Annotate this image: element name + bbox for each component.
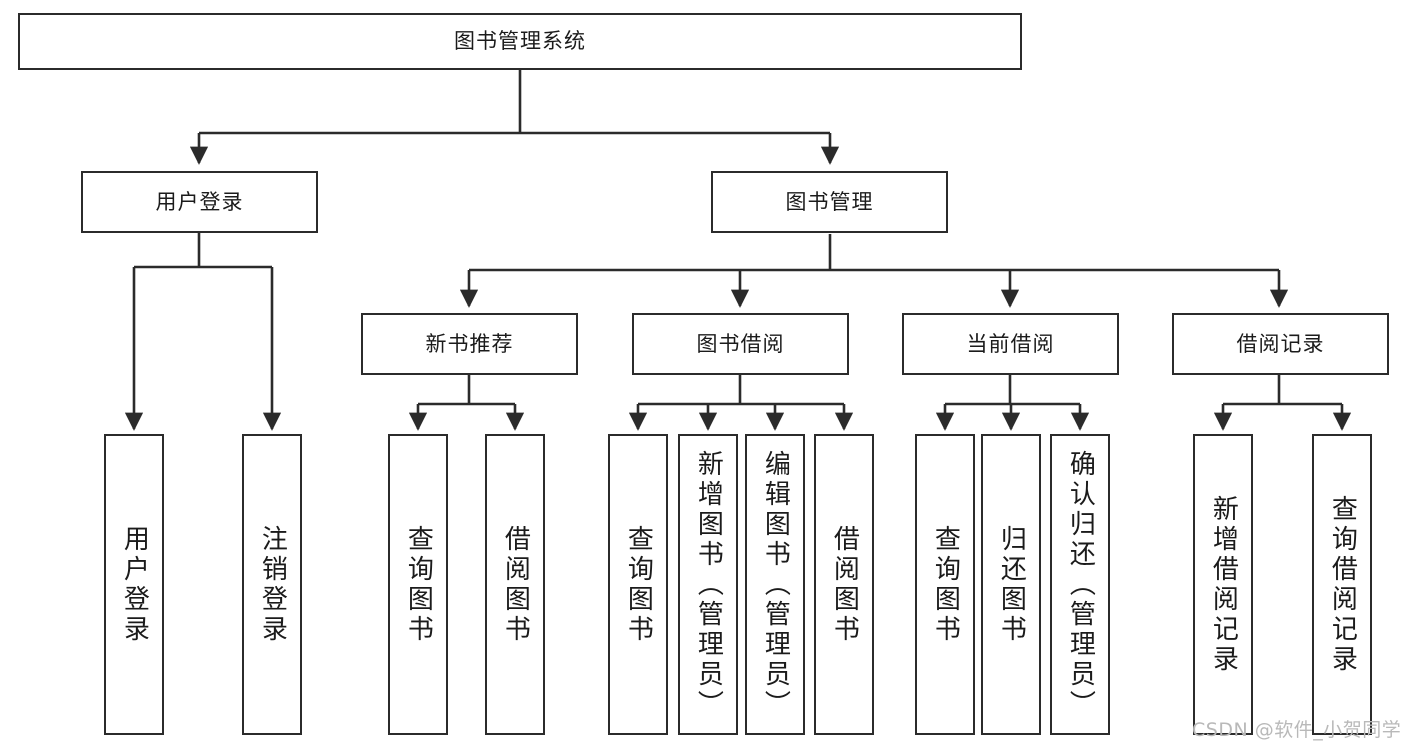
- node-label: 用户登录: [155, 189, 244, 214]
- node-label: 查询图书: [403, 524, 434, 645]
- node-leaf-edit-book-admin[interactable]: 编辑图书（管理员）: [745, 434, 805, 735]
- node-label: 用户登录: [119, 524, 150, 645]
- node-book-management[interactable]: 图书管理: [711, 171, 948, 233]
- node-book-borrow[interactable]: 图书借阅: [632, 313, 849, 375]
- node-label: 编辑图书（管理员）: [760, 449, 791, 720]
- node-borrow-record[interactable]: 借阅记录: [1172, 313, 1389, 375]
- node-leaf-add-borrow-record[interactable]: 新增借阅记录: [1193, 434, 1253, 735]
- node-label: 新书推荐: [425, 331, 514, 356]
- node-leaf-borrow-book[interactable]: 借阅图书: [814, 434, 874, 735]
- node-label: 新增借阅记录: [1208, 494, 1239, 675]
- node-new-book-recommend[interactable]: 新书推荐: [361, 313, 578, 375]
- node-label: 图书借阅: [696, 331, 785, 356]
- node-label: 归还图书: [996, 524, 1027, 645]
- node-label: 当前借阅: [966, 331, 1055, 356]
- node-label: 新增图书（管理员）: [693, 449, 724, 720]
- node-label: 查询图书: [623, 524, 654, 645]
- node-leaf-confirm-return-admin[interactable]: 确认归还（管理员）: [1050, 434, 1110, 735]
- node-label: 借阅记录: [1236, 331, 1325, 356]
- node-leaf-user-login[interactable]: 用户登录: [104, 434, 164, 735]
- node-label: 查询图书: [930, 524, 961, 645]
- node-label: 图书管理: [785, 189, 874, 214]
- csdn-watermark: CSDN @软件_小贺同学: [1192, 719, 1402, 741]
- node-label: 图书管理系统: [454, 29, 586, 54]
- node-label: 借阅图书: [500, 524, 531, 645]
- node-user-login[interactable]: 用户登录: [81, 171, 318, 233]
- node-leaf-query-book-current[interactable]: 查询图书: [915, 434, 975, 735]
- node-label: 确认归还（管理员）: [1065, 449, 1096, 720]
- node-leaf-return-book[interactable]: 归还图书: [981, 434, 1041, 735]
- node-label: 借阅图书: [829, 524, 860, 645]
- node-label: 注销登录: [257, 524, 288, 645]
- node-leaf-borrow-book-recommend[interactable]: 借阅图书: [485, 434, 545, 735]
- node-leaf-query-borrow-record[interactable]: 查询借阅记录: [1312, 434, 1372, 735]
- node-leaf-add-book-admin[interactable]: 新增图书（管理员）: [678, 434, 738, 735]
- node-leaf-query-book-recommend[interactable]: 查询图书: [388, 434, 448, 735]
- node-current-borrow[interactable]: 当前借阅: [902, 313, 1119, 375]
- node-leaf-logout[interactable]: 注销登录: [242, 434, 302, 735]
- node-leaf-query-book-borrow[interactable]: 查询图书: [608, 434, 668, 735]
- node-label: 查询借阅记录: [1327, 494, 1358, 675]
- node-root-book-management-system[interactable]: 图书管理系统: [18, 13, 1022, 70]
